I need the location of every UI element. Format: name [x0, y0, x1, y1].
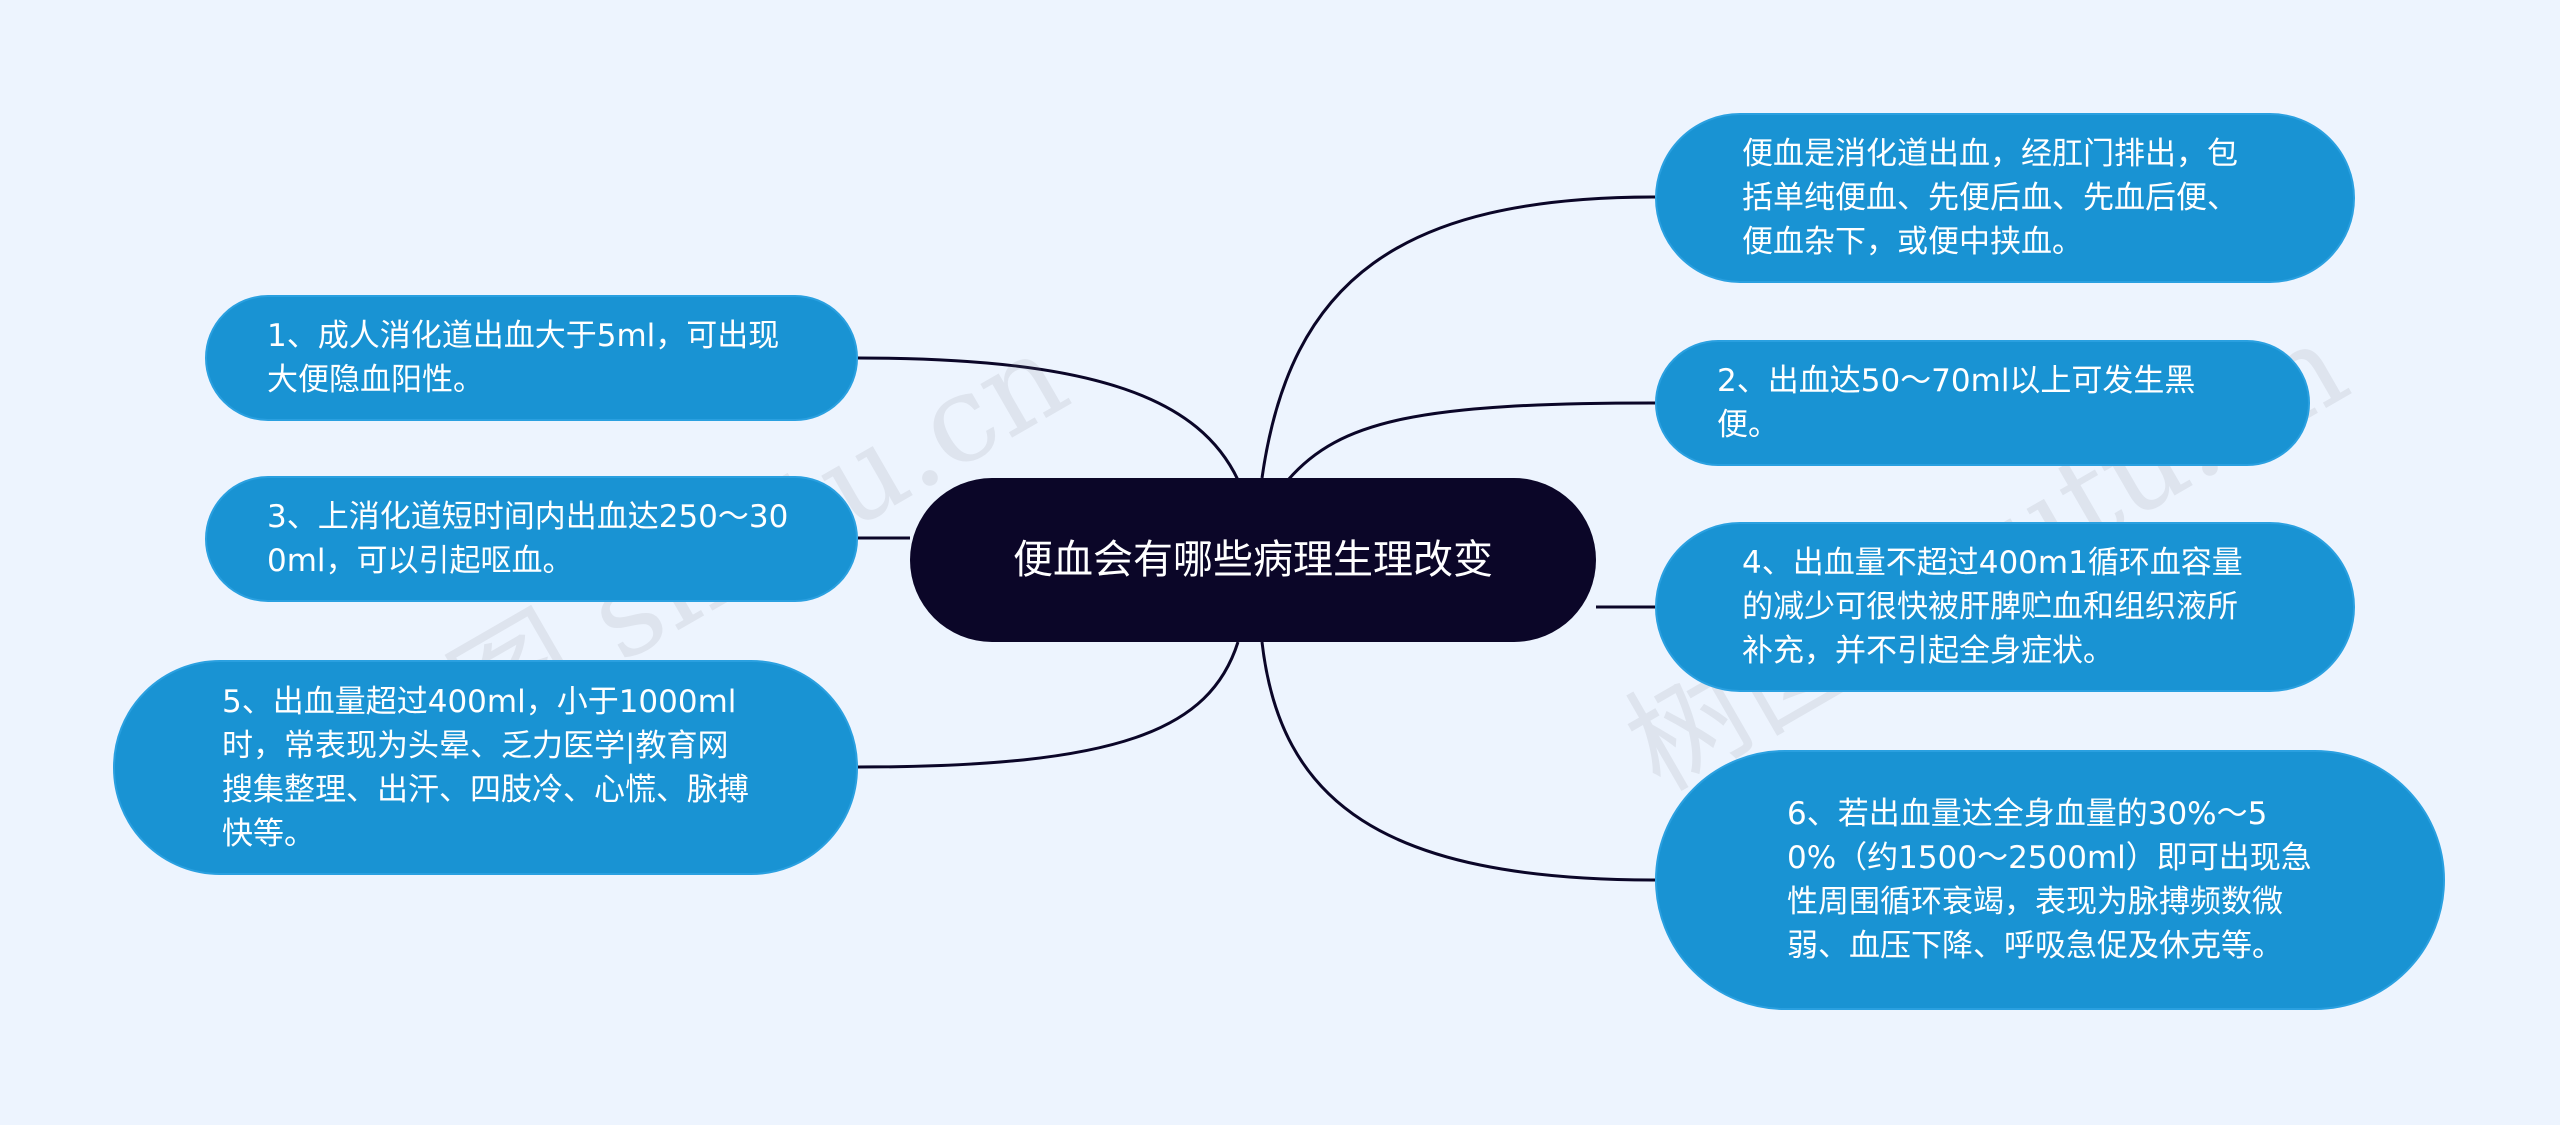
topic-node-label: 3、上消化道短时间内出血达250～300ml，可以引起呕血。 [267, 499, 789, 579]
topic-node-right-2[interactable]: 2、出血达50～70ml以上可发生黑便。 [1655, 340, 2310, 466]
topic-node-label: 2、出血达50～70ml以上可发生黑便。 [1717, 363, 2196, 443]
topic-node-left-2[interactable]: 3、上消化道短时间内出血达250～300ml，可以引起呕血。 [205, 476, 858, 602]
topic-node-label: 便血是消化道出血，经肛门排出，包括单纯便血、先便后血、先血后便、便血杂下，或便中… [1742, 136, 2238, 260]
topic-node-label: 1、成人消化道出血大于5ml，可出现大便隐血阳性。 [267, 318, 780, 398]
connector-left-1 [857, 356, 1240, 481]
topic-node-right-4[interactable]: 6、若出血量达全身血量的30%～50%（约1500～2500ml）即可出现急性周… [1655, 750, 2445, 1010]
central-topic-label: 便血会有哪些病理生理改变 [1013, 537, 1493, 583]
connector-left-3 [857, 641, 1240, 769]
topic-node-label: 6、若出血量达全身血量的30%～50%（约1500～2500ml）即可出现急性周… [1787, 796, 2312, 964]
connector-right-4 [1260, 641, 1656, 882]
topic-node-left-3[interactable]: 5、出血量超过400ml，小于1000ml时，常表现为头晕、乏力医学|教育网搜集… [113, 660, 858, 875]
connector-right-2 [1286, 401, 1656, 481]
topic-node-label: 5、出血量超过400ml，小于1000ml时，常表现为头晕、乏力医学|教育网搜集… [222, 683, 749, 852]
topic-node-label: 4、出血量不超过400m1循环血容量的减少可很快被肝脾贮血和组织液所补充，并不引… [1742, 545, 2243, 669]
topic-node-right-3[interactable]: 4、出血量不超过400m1循环血容量的减少可很快被肝脾贮血和组织液所补充，并不引… [1655, 522, 2355, 692]
connector-right-1 [1260, 195, 1656, 479]
central-topic[interactable]: 便血会有哪些病理生理改变 [910, 478, 1596, 642]
topic-node-right-1[interactable]: 便血是消化道出血，经肛门排出，包括单纯便血、先便后血、先血后便、便血杂下，或便中… [1655, 113, 2355, 283]
topic-node-left-1[interactable]: 1、成人消化道出血大于5ml，可出现大便隐血阳性。 [205, 295, 858, 421]
